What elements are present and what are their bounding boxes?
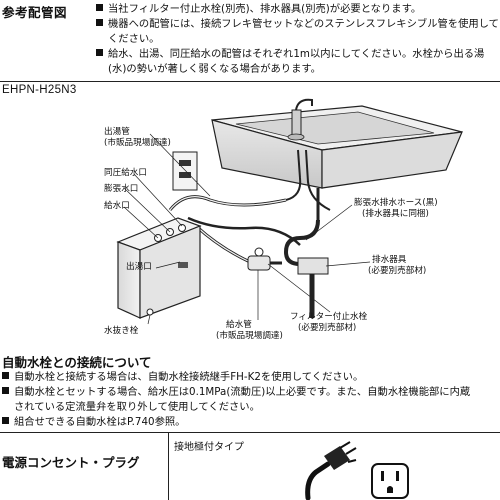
- label-drain-fixture-note: (必要別売部材): [368, 266, 427, 276]
- label-drain-plug: 水抜き栓: [104, 326, 139, 336]
- bullet-icon: [96, 4, 103, 11]
- section-title-reference: 参考配管図: [2, 5, 68, 20]
- label-expansion-hose: 膨張水排水ホース(黒): [354, 198, 438, 208]
- label-outlet-pipe-note: (市販品現場調達): [104, 138, 171, 148]
- bullet-icon: [2, 417, 9, 424]
- note-3-cont: (水)の勢いが著しく弱くなる場合があります。: [108, 63, 321, 75]
- label-supply-pipe: 給水管: [226, 320, 252, 330]
- label-outlet-pipe: 出湯管: [104, 127, 130, 137]
- label-drain-fixture: 排水器具: [372, 255, 407, 265]
- note-3: 給水、出湯、同圧給水の配管はそれぞれ1m以内にしてください。水栓から出る湯: [96, 47, 484, 62]
- label-supply-pipe-note: (市販品現場調達): [216, 331, 283, 341]
- drain-trap: [283, 219, 329, 318]
- auto-faucet-bullet-2-cont: されている定流量弁を取り外して使用してください。: [14, 401, 260, 413]
- section-title-power: 電源コンセント・プラグ: [2, 455, 140, 470]
- label-hot-outlet: 出湯口: [126, 262, 152, 272]
- divider: [0, 432, 500, 433]
- sink-basin: [211, 105, 463, 189]
- filter-valve: [247, 247, 282, 271]
- divider: [0, 81, 500, 82]
- piping-diagram: [116, 98, 463, 325]
- bullet-icon: [96, 49, 103, 56]
- note-2: 機器への配管には、接続フレキ管セットなどのステンレスフレキシブル管を使用して: [96, 17, 499, 32]
- label-same-pressure-inlet: 同圧給水口: [104, 168, 147, 178]
- label-water-inlet: 給水口: [104, 201, 130, 211]
- plug-type-label: 接地極付タイプ: [174, 442, 244, 453]
- bullet-icon: [2, 387, 9, 394]
- outlet-icon: [371, 463, 409, 499]
- bullet-icon: [2, 372, 9, 379]
- table-divider: [168, 432, 169, 500]
- water-heater: [116, 217, 202, 319]
- bullet-icon: [96, 19, 103, 26]
- label-expansion-port: 膨張水口: [104, 184, 139, 194]
- label-expansion-hose-note: (排水器具に同梱): [362, 209, 429, 219]
- note-1: 当社フィルター付止水栓(別売)、排水器具(別売)が必要となります。: [96, 2, 421, 17]
- note-2-cont: ください。: [108, 33, 160, 45]
- auto-faucet-bullet-1: 自動水栓と接続する場合は、自動水栓接続継手FH-K2を使用してください。: [2, 370, 363, 385]
- wall-outlet: [172, 151, 198, 191]
- section-title-auto-faucet: 自動水栓との接続について: [2, 355, 152, 370]
- auto-faucet-bullet-2: 自動水栓とセットする場合、給水圧は0.1MPa(流動圧)以上必要です。また、自動…: [2, 385, 470, 400]
- label-filter-valve-note: (必要別売部材): [298, 323, 357, 333]
- plug-icon: [305, 441, 357, 500]
- faucet: [287, 98, 313, 141]
- label-filter-valve: フィルター付止水栓: [290, 312, 368, 322]
- auto-faucet-bullet-3: 組合せできる自動水栓はP.740参照。: [2, 415, 185, 430]
- model-number: EHPN-H25N3: [2, 84, 77, 96]
